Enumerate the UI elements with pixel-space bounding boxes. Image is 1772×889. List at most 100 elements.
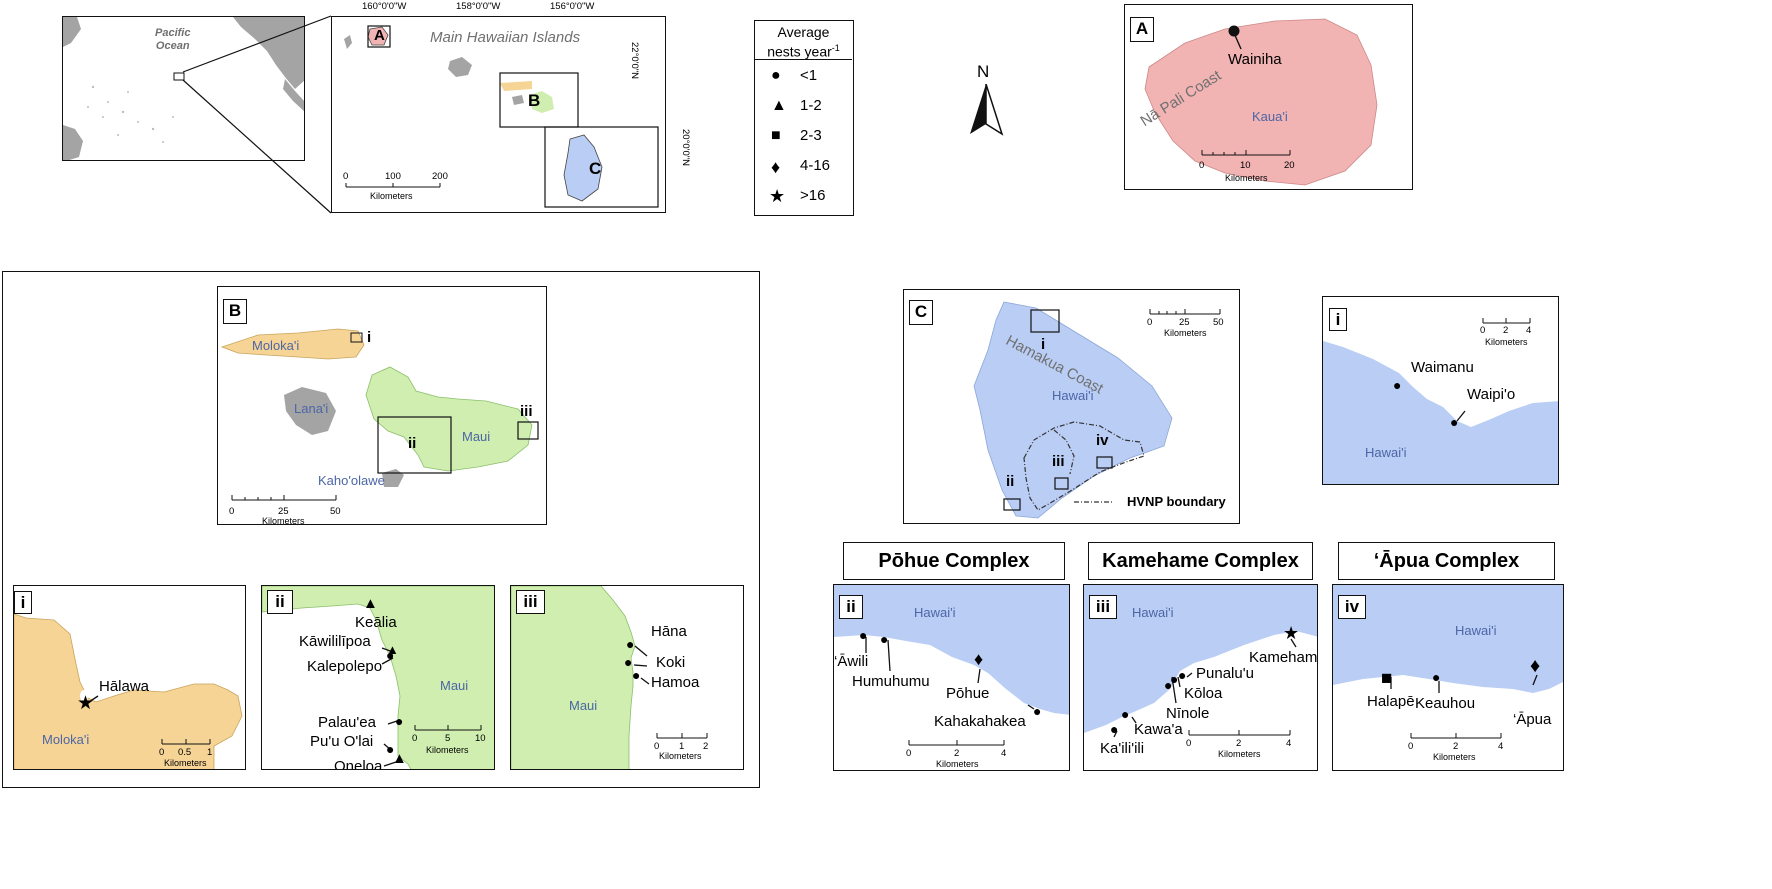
legend-item-symbol-3: ♦ xyxy=(771,157,781,177)
panel-c-i-scale-tick-0: 0 xyxy=(1480,325,1486,336)
kawililipoa-leader xyxy=(381,647,394,653)
site-pohue: Pōhue xyxy=(946,685,990,702)
box-a xyxy=(367,25,391,48)
site-puuolai-marker: ● xyxy=(386,741,395,757)
panel-c-i-svg xyxy=(1323,318,1558,484)
main-islands-svg xyxy=(344,25,659,208)
panel-c-i-tag: i xyxy=(1329,308,1347,331)
panel-c-iii-scale-unit: Kilometers xyxy=(1218,749,1261,759)
box-c-i xyxy=(1030,309,1060,333)
site-kawaa: Kawa'a xyxy=(1134,721,1183,738)
box-c xyxy=(544,126,659,208)
legend-item-label-0: <1 xyxy=(800,67,818,84)
kamehame-leader xyxy=(1290,638,1297,648)
panel-c-iv-island-label: Hawai'i xyxy=(1455,623,1497,638)
panel-c-iv-apua: iv Hawai'i ■ Halapē ● Keauhou ♦ ‘Āpua 0 … xyxy=(1332,584,1564,771)
complex-header-kamehame: Kamehame Complex xyxy=(1088,542,1313,580)
panel-b-maui-nui: B Moloka'i i Lana'i Maui Kaho'olawe ii i… xyxy=(217,286,547,525)
site-kahakahakea-marker: ● xyxy=(1033,703,1042,719)
site-apua-marker: ♦ xyxy=(1530,655,1541,677)
panel-a-kauai: A Wainiha Kaua'i Nā Pali Coast 0 10 20 K… xyxy=(1124,4,1413,190)
site-kealia: Keālia xyxy=(355,614,397,631)
panel-b-ii-scale-tick-0: 0 xyxy=(412,733,418,744)
panel-c-tag: C xyxy=(909,300,933,325)
panel-c-scale-tick-2: 50 xyxy=(1213,317,1224,328)
kaiili-leader xyxy=(1113,730,1118,738)
panel-b-ii-scale-bar xyxy=(414,725,482,731)
panel-c-iv-scale-tick-1: 2 xyxy=(1453,741,1459,752)
panel-b-iii-tag: iii xyxy=(516,590,545,614)
site-palauea: Palau'ea xyxy=(318,714,376,731)
box-b-ii xyxy=(377,416,452,474)
site-kaiili: Ka'ili'ili xyxy=(1100,740,1145,757)
panel-c-iii-kamehame: iii Hawai'i ★ Kamehame ● Punalu'u ● Kōlo… xyxy=(1083,584,1318,771)
panel-a-scale-unit: Kilometers xyxy=(1225,173,1268,183)
site-humuhumu-marker: ● xyxy=(880,631,889,647)
panel-c-i-scale-bar xyxy=(1482,318,1531,324)
panel-a-tag: A xyxy=(1130,17,1154,42)
lon-tick-1: 158°0'0"W xyxy=(456,1,501,12)
site-kealia-marker: ▲ xyxy=(363,595,378,612)
site-halape: Halapē xyxy=(1367,693,1415,710)
panel-c-scale-unit: Kilometers xyxy=(1164,328,1207,338)
pohue-ocean-land-shape xyxy=(834,585,1069,715)
complex-header-pohue: Pōhue Complex xyxy=(843,542,1065,580)
oahu-island xyxy=(448,57,472,77)
australia-landmass xyxy=(63,125,83,160)
panel-b-scale-tick-1: 25 xyxy=(278,506,289,517)
halawa-bay xyxy=(80,690,88,702)
legend-divider xyxy=(755,59,852,60)
panel-b-ii-island-label: Maui xyxy=(440,678,469,693)
panel-b-ii-scale-tick-2: 10 xyxy=(475,733,486,744)
panel-b-iii-scale-bar xyxy=(656,733,708,739)
legend-title-sup: -1 xyxy=(831,43,840,53)
kawaa-leader xyxy=(1131,716,1137,724)
panel-c-ii-pohue: ii Hawai'i ● ‘Āwili ● Humuhumu ♦ Pōhue ●… xyxy=(833,584,1070,771)
panel-b-ii-south-maui: ii ▲ Keālia ▲ Kāwililīpoa ● Kalepolepo ●… xyxy=(261,585,495,770)
north-america-landmass xyxy=(233,17,304,89)
wainiha-marker xyxy=(1228,25,1240,37)
site-palauea-marker: ● xyxy=(395,713,404,729)
site-waipio: Waipi'o xyxy=(1467,386,1516,403)
panel-b-i-scale-tick-0: 0 xyxy=(159,747,165,758)
site-kawaa-marker: ● xyxy=(1121,706,1130,722)
hvnp-boundary-inner xyxy=(1053,429,1075,475)
box-b-i xyxy=(350,332,363,343)
maui-detail-shape xyxy=(262,586,494,769)
box-c-iv xyxy=(1096,456,1113,469)
panel-c-ii-svg xyxy=(834,585,1069,746)
box-b-label: B xyxy=(528,91,541,110)
maui-small xyxy=(530,91,554,113)
hvnp-boundary-label: HVNP boundary xyxy=(1127,494,1226,509)
complex-header-apua: ‘Āpua Complex xyxy=(1338,542,1555,580)
koki-leader xyxy=(633,664,648,667)
site-keauhou-marker: ● xyxy=(1432,669,1441,685)
site-oneloa: Oneloa xyxy=(334,758,383,770)
panel-c-iv-scale-tick-2: 4 xyxy=(1498,741,1504,752)
oneloa-leader xyxy=(383,761,397,767)
panel-c-i-scale-tick-1: 2 xyxy=(1503,325,1509,336)
inset-label-b-i: i xyxy=(367,329,372,346)
site-awili: ‘Āwili xyxy=(834,653,869,670)
box-b xyxy=(499,72,579,128)
panel-c-ii-scale-bar xyxy=(908,740,1005,746)
panel-b-scale-bar xyxy=(231,495,337,501)
palauea-leader xyxy=(387,719,401,725)
panel-b-i-scale-unit: Kilometers xyxy=(164,758,207,768)
panel-c-i-island-label: Hawai'i xyxy=(1365,445,1407,460)
hawaii-small xyxy=(563,134,603,202)
site-waimanu-marker: ● xyxy=(1393,377,1402,393)
legend-item-symbol-0: ● xyxy=(771,67,781,84)
island-label-lanai: Lana'i xyxy=(294,401,329,416)
panel-c-iii-scale-tick-2: 4 xyxy=(1286,738,1292,749)
main-islands-map: A B C Main Hawaiian Islands 0 100 200 Ki… xyxy=(331,16,666,213)
lanai-small xyxy=(512,95,524,105)
panel-b-i-scale-tick-2: 1 xyxy=(207,747,213,758)
north-arrow-icon xyxy=(970,84,1004,136)
legend-item-label-2: 2-3 xyxy=(800,127,822,144)
legend-title: Average nests year-1 xyxy=(755,24,852,60)
site-hana: Hāna xyxy=(651,623,687,640)
site-kawililipoa: Kāwililīpoa xyxy=(299,633,371,650)
inset-label-b-iii: iii xyxy=(520,403,533,420)
panel-b-i-svg xyxy=(14,613,243,769)
